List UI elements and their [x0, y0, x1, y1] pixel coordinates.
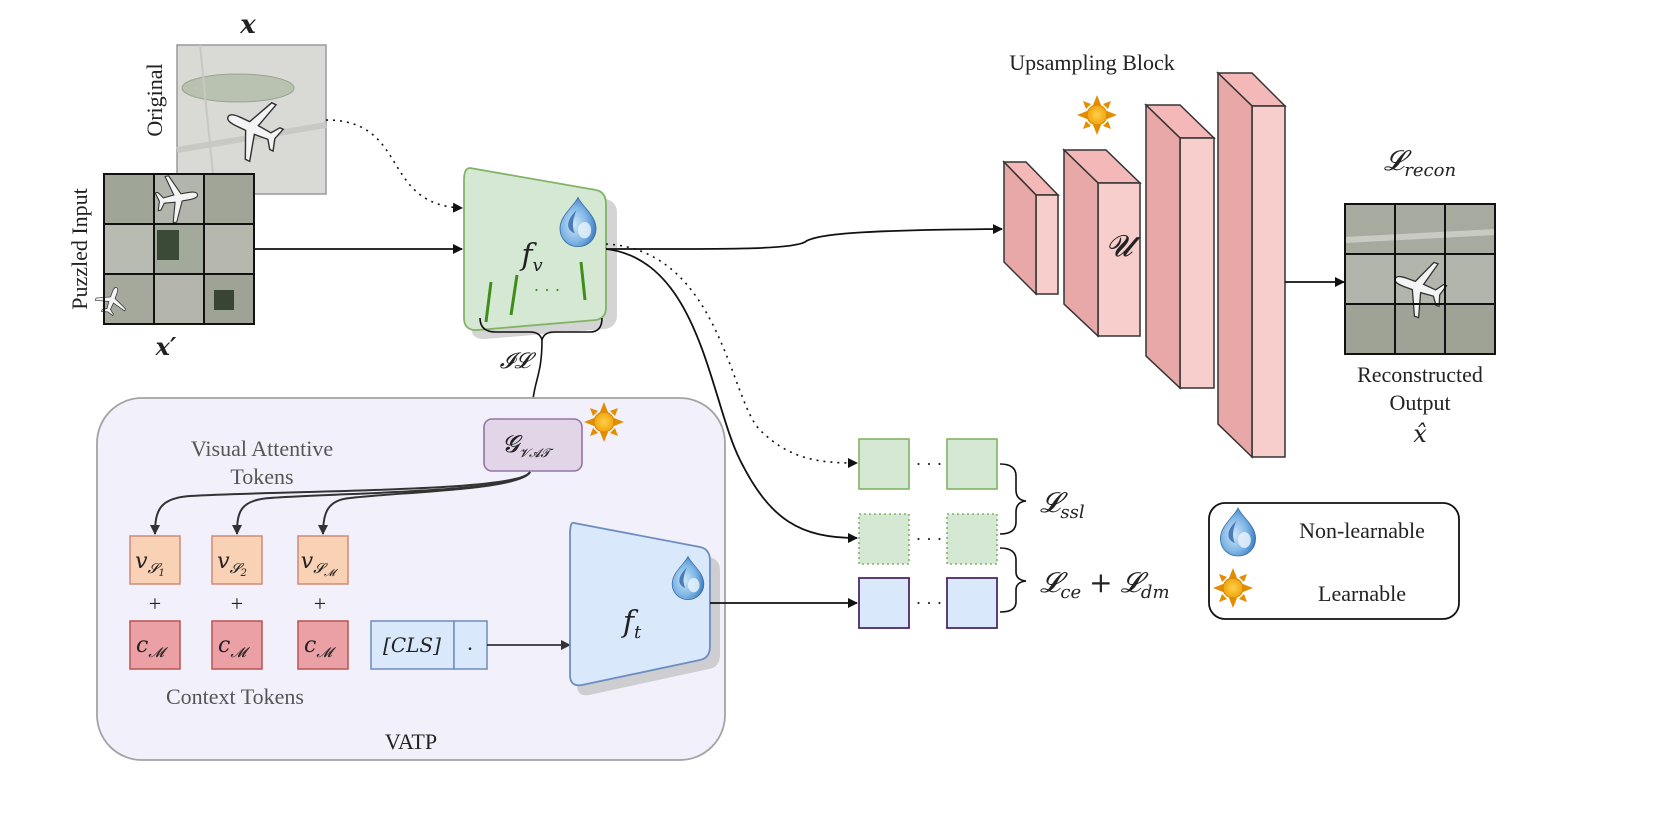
- reconstructed-label-line1: Reconstructed: [1357, 362, 1483, 387]
- svg-text:𝓛ssl: 𝓛ssl: [1040, 486, 1085, 523]
- l-ce-subscript: ce: [1060, 582, 1081, 603]
- original-to-fv-dotted: [325, 119, 463, 213]
- gvat-subscript: 𝓥𝓐𝓣: [519, 446, 554, 460]
- context-tokens-label: Context Tokens: [166, 684, 304, 709]
- vs1-symbol: v: [135, 549, 148, 574]
- text-token-first: [858, 577, 910, 629]
- plus-sign-2: +: [231, 591, 243, 616]
- svg-text:v𝓢𝓜: v𝓢𝓜: [301, 549, 339, 579]
- vs2-subsubscript: 2: [239, 568, 246, 579]
- svg-text:c𝓜: c𝓜: [304, 633, 336, 661]
- puzzled-input-image: [92, 170, 255, 325]
- original-label: Original: [142, 63, 167, 136]
- ssl-token-ellipsis: · · ·: [916, 454, 943, 474]
- x-prime-label: x′: [155, 332, 177, 361]
- svg-text:c𝓜: c𝓜: [218, 633, 250, 661]
- cm3-symbol: c: [304, 633, 316, 658]
- svg-text:v𝓢1: v𝓢1: [135, 549, 165, 579]
- ssl-brace: [999, 463, 1027, 535]
- ce-dm-brace: [999, 547, 1027, 613]
- sun-icon: [1212, 567, 1254, 609]
- plus-sign-3: +: [314, 591, 326, 616]
- cm1-subscript: 𝓜: [148, 645, 168, 661]
- vsm-symbol: v: [301, 549, 314, 574]
- svg-text:c𝓜: c𝓜: [136, 633, 168, 661]
- context-token-2: [211, 620, 263, 670]
- x-hat-label: x̂: [1413, 420, 1427, 448]
- svg-text:v𝓢2: v𝓢2: [217, 549, 247, 579]
- cls-token-box: [370, 620, 455, 670]
- vs2-symbol: v: [217, 549, 230, 574]
- visual-attentive-label-line2: Tokens: [230, 464, 293, 489]
- text-encoder-ft: ft: [569, 521, 720, 696]
- vs1-subsubscript: 1: [158, 568, 164, 579]
- reconstructed-label-line2: Output: [1389, 390, 1450, 415]
- cls-label: [CLS]: [383, 633, 441, 657]
- il-label: 𝓘𝓛: [500, 349, 537, 374]
- svg-text:𝓛ce+𝓛dm: 𝓛ce+𝓛dm: [1040, 566, 1170, 603]
- gvat-to-vsm-arrow: [318, 471, 531, 535]
- sun-icon: [583, 401, 625, 443]
- gvat-to-vs1-arrow: [150, 471, 531, 535]
- fv-subscript: v: [532, 255, 542, 276]
- cm2-symbol: c: [218, 633, 230, 658]
- fv-to-dashed-tokens-arrow: [605, 248, 858, 543]
- svg-text:𝓛recon: 𝓛recon: [1384, 144, 1456, 181]
- l-plus: +: [1089, 566, 1112, 599]
- original-image: [176, 44, 327, 195]
- cm1-symbol: c: [136, 633, 148, 658]
- l-dm-subscript: dm: [1141, 582, 1170, 603]
- vatp-label: VATP: [385, 729, 437, 754]
- visual-token-last: [946, 513, 998, 565]
- token-vs2: [211, 535, 263, 585]
- fv-to-upsampling-arrow: [605, 224, 1003, 250]
- gvat-symbol: 𝓖: [502, 430, 523, 458]
- context-token-3: [297, 620, 349, 670]
- cm2-subscript: 𝓜: [230, 645, 250, 661]
- legend-learnable: Learnable: [1318, 581, 1406, 606]
- x-label: x: [239, 10, 256, 40]
- visual-token-ellipsis: · · ·: [916, 529, 943, 549]
- sun-icon: [1076, 94, 1118, 136]
- ft-subscript: t: [634, 622, 642, 643]
- token-vsm: [297, 535, 349, 585]
- gvat-box: [483, 418, 583, 472]
- ssl-token-last: [946, 438, 998, 490]
- context-token-1: [129, 620, 181, 670]
- text-token-ellipsis: · · ·: [916, 593, 943, 613]
- plus-sign-1: +: [149, 591, 161, 616]
- token-vs1: [129, 535, 181, 585]
- text-token-last: [946, 577, 998, 629]
- svg-text:𝓖𝓥𝓐𝓣: 𝓖𝓥𝓐𝓣: [502, 430, 553, 460]
- fv-dots: · · ·: [534, 280, 561, 300]
- upsampling-block-label: Upsampling Block: [1009, 50, 1175, 75]
- upsampling-block: [1002, 71, 1287, 459]
- ssl-token-first: [858, 438, 910, 490]
- l-recon-subscript: recon: [1404, 160, 1456, 181]
- l-ssl-subscript: ssl: [1060, 502, 1084, 523]
- visual-attentive-label-line1: Visual Attentive: [191, 436, 333, 461]
- reconstructed-output-image: [1344, 203, 1496, 355]
- puzzled-input-label: Puzzled Input: [67, 188, 92, 310]
- legend-non-learnable: Non-learnable: [1299, 518, 1425, 543]
- legend-box: [1208, 502, 1460, 620]
- visual-token-first: [858, 513, 910, 565]
- period-label: .: [467, 630, 473, 655]
- vsm-subsubscript: 𝓜: [324, 568, 339, 579]
- cm3-subscript: 𝓜: [316, 645, 336, 661]
- visual-encoder-fv: · · · fv: [463, 167, 617, 341]
